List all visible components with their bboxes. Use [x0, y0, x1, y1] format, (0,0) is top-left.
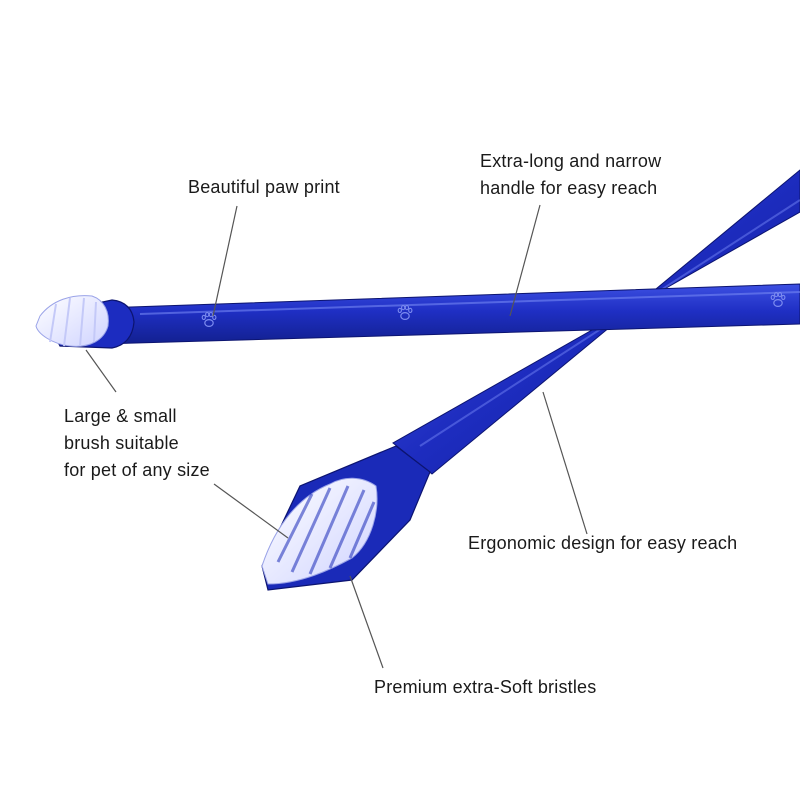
callout-text: Large & small	[64, 406, 177, 426]
callout-handle: Extra-long and narrow handle for easy re…	[480, 148, 661, 202]
horizontal-toothbrush	[35, 283, 800, 349]
leader-line-ergonomic	[542, 391, 588, 535]
callout-text: for pet of any size	[64, 460, 210, 480]
callout-text: handle for easy reach	[480, 178, 658, 198]
callout-text: brush suitable	[64, 433, 179, 453]
callout-text: Ergonomic design for easy reach	[468, 533, 738, 553]
leader-line-paw-print	[212, 205, 238, 317]
callout-text: Extra-long and narrow	[480, 151, 662, 171]
horizontal-handle	[101, 283, 800, 345]
leader-line-bristles	[349, 575, 384, 669]
horizontal-bristles	[35, 295, 109, 347]
callout-paw-print: Beautiful paw print	[188, 174, 340, 201]
callout-bristles: Premium extra-Soft bristles	[374, 674, 596, 701]
leader-line-brush-size	[85, 349, 117, 393]
leader-line-brush-size-diagonal	[213, 483, 289, 539]
diagonal-bristles	[261, 477, 378, 585]
leader-line-handle	[509, 204, 541, 317]
leader-lines	[85, 204, 588, 669]
callout-brush-size: Large & small brush suitable for pet of …	[64, 403, 210, 484]
diagonal-toothbrush	[261, 169, 800, 591]
callout-text: Premium extra-Soft bristles	[374, 677, 597, 697]
callout-ergonomic: Ergonomic design for easy reach	[468, 530, 737, 557]
callout-text: Beautiful paw print	[188, 177, 340, 197]
